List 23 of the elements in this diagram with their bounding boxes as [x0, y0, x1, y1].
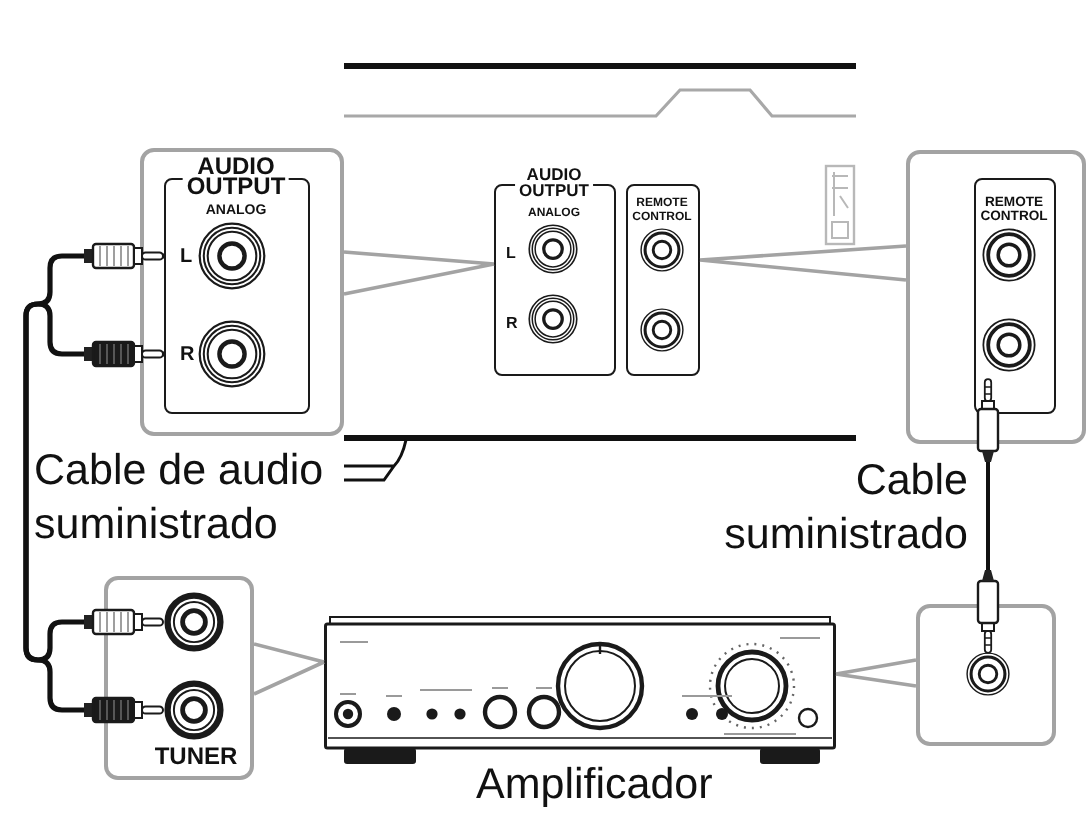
cable [976, 378, 1000, 654]
zoom-callout-box [140, 148, 344, 436]
callout-leader [342, 250, 496, 296]
connector-panel [974, 178, 1056, 414]
channel-label: R [506, 314, 518, 333]
input-label: TUNER [154, 744, 238, 772]
channel-label: L [180, 246, 193, 269]
channel-label: L [506, 244, 516, 263]
channel-label: R [180, 344, 195, 367]
zoom-callout-box [104, 576, 254, 780]
device-caption: Amplificador [476, 762, 713, 806]
callout-leader [698, 244, 908, 282]
cable-label: Cable de audio suministrado [34, 444, 326, 552]
cable-label: Cable suministrado [722, 454, 968, 562]
audio-cable [23, 301, 165, 724]
zoom-callout-box [916, 604, 1056, 746]
callout-leader [834, 658, 918, 688]
panel-heading: AUDIO OUTPUT [182, 156, 290, 196]
connector-panel [626, 184, 700, 376]
zoom-callout-box [906, 150, 1086, 444]
callout-leader [252, 642, 326, 696]
panel-heading: AUDIO OUTPUT [515, 166, 593, 198]
amplifier-drawing [324, 610, 836, 764]
